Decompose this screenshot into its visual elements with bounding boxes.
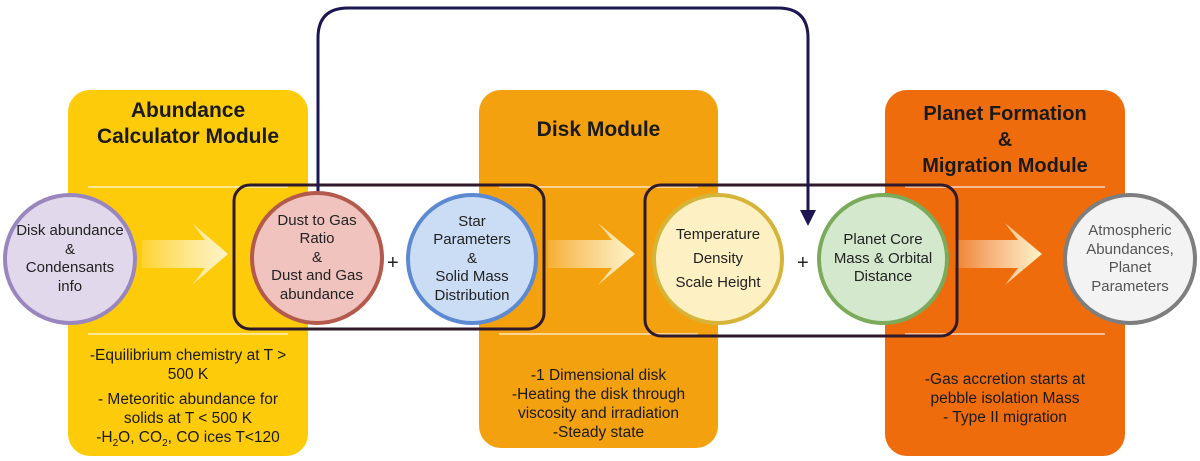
node-star-parameters: Star Parameters & Solid Mass Distributio… — [406, 193, 538, 325]
flow-arrow-3 — [955, 223, 1042, 285]
ices-pre: -H — [96, 429, 113, 446]
abundance-notes: -Equilibrium chemistry at T > 500 K - Me… — [68, 346, 308, 453]
ices-mid: O, CO — [118, 429, 163, 446]
planet-top-divider — [905, 186, 1105, 188]
planet-title-line-1: Planet Formation — [923, 103, 1087, 125]
abundance-top-divider — [88, 186, 288, 188]
abundance-bottom-divider — [88, 333, 288, 335]
abundance-note-ices: -H2O, CO2, CO ices T<120 — [68, 428, 308, 453]
node-star-parameters-label: Star Parameters & Solid Mass Distributio… — [433, 213, 511, 306]
planet-notes: -Gas accretion starts at pebble isolatio… — [885, 370, 1125, 427]
node-disk-abundance: Disk abundance & Condensants info — [3, 193, 137, 325]
node-line: Scale Height — [675, 274, 761, 291]
planet-title-line-3: Migration Module — [922, 155, 1088, 177]
node-dust-to-gas: Dust to Gas Ratio & Dust and Gas abundan… — [250, 191, 384, 325]
abundance-note: solids at T < 500 K — [123, 410, 253, 427]
node-line: Planet — [1108, 259, 1152, 276]
planet-note: - Type II migration — [943, 409, 1067, 426]
plus-operator-1: + — [387, 252, 399, 274]
node-planet-core-label: Planet Core Mass & Orbital Distance — [834, 231, 932, 287]
ices-sub-1: 2 — [112, 438, 119, 450]
abundance-title-line-2: Calculator Module — [96, 125, 280, 148]
node-line: Disk abundance — [16, 222, 124, 239]
connector-arrowhead — [800, 210, 816, 226]
planet-note: -Gas accretion starts at — [924, 371, 1086, 388]
disk-note: -Heating the disk through — [511, 386, 686, 403]
node-line: Dust and Gas — [271, 267, 363, 285]
disk-notes: -1 Dimensional disk -Heating the disk th… — [479, 366, 718, 442]
disk-note: -1 Dimensional disk — [530, 367, 667, 384]
abundance-note: 500 K — [167, 366, 209, 383]
temperature-planet-group-box — [643, 183, 959, 338]
disk-note: -Steady state — [552, 424, 645, 441]
node-line: Condensants — [25, 259, 115, 276]
node-line: Distance — [853, 268, 913, 286]
feedback-connector — [316, 6, 810, 212]
node-line: Temperature — [675, 226, 761, 243]
flow-arrow-1 — [142, 223, 228, 285]
node-line: Planet Core — [843, 231, 923, 249]
node-line: info — [57, 277, 83, 295]
planet-bottom-divider — [905, 333, 1105, 335]
node-dust-to-gas-label: Dust to Gas Ratio & Dust and Gas abundan… — [271, 212, 363, 305]
abundance-panel-title: Abundance Calculator Module — [68, 98, 308, 150]
node-planet-core: Planet Core Mass & Orbital Distance — [817, 193, 949, 325]
disk-panel-title: Disk Module — [479, 117, 718, 143]
planet-title-line-2: & — [997, 129, 1013, 151]
node-temperature: Temperature Density Scale Height — [652, 193, 784, 325]
abundance-note: - Meteoritic abundance for — [97, 391, 279, 408]
dust-star-group-box — [232, 183, 546, 331]
node-atmospheric-abundances: Atmospheric Abundances, Planet Parameter… — [1063, 193, 1197, 325]
disk-top-divider — [499, 186, 698, 188]
node-line: Star — [458, 212, 486, 230]
abundance-title-line-1: Abundance — [130, 99, 246, 122]
node-line: Parameters — [1091, 277, 1169, 295]
node-line: Ratio — [299, 230, 335, 248]
node-line: Abundances, — [1086, 240, 1174, 258]
node-line: Distribution — [434, 286, 510, 304]
node-line: Mass & Orbital — [833, 249, 933, 267]
plus-operator-2: + — [797, 252, 809, 274]
flow-arrow-2 — [548, 223, 635, 285]
node-line: Density — [692, 250, 744, 267]
node-line: Dust to Gas — [277, 211, 357, 229]
ices-sub-2: 2 — [162, 438, 168, 450]
node-disk-abundance-label: Disk abundance & Condensants info — [16, 222, 124, 296]
node-line: Atmospheric — [1088, 222, 1172, 239]
planet-panel-title: Planet Formation & Migration Module — [885, 101, 1125, 179]
disk-bottom-divider — [499, 333, 698, 335]
node-line: Parameters — [433, 231, 511, 249]
abundance-note: -Equilibrium chemistry at T > — [89, 347, 287, 364]
planet-note: pebble isolation Mass — [930, 390, 1080, 407]
node-atmospheric-label: Atmospheric Abundances, Planet Parameter… — [1086, 222, 1174, 296]
ices-post: , CO ices T<120 — [167, 429, 280, 446]
node-line: abundance — [279, 285, 355, 303]
disk-note: viscosity and irradiation — [517, 405, 680, 422]
disk-title-line-1: Disk Module — [536, 118, 661, 141]
node-line: & — [64, 240, 75, 258]
node-line: Solid Mass — [435, 268, 509, 286]
node-line: & — [311, 248, 322, 266]
node-line: & — [466, 249, 477, 267]
node-temperature-label: Temperature Density Scale Height — [675, 223, 760, 295]
